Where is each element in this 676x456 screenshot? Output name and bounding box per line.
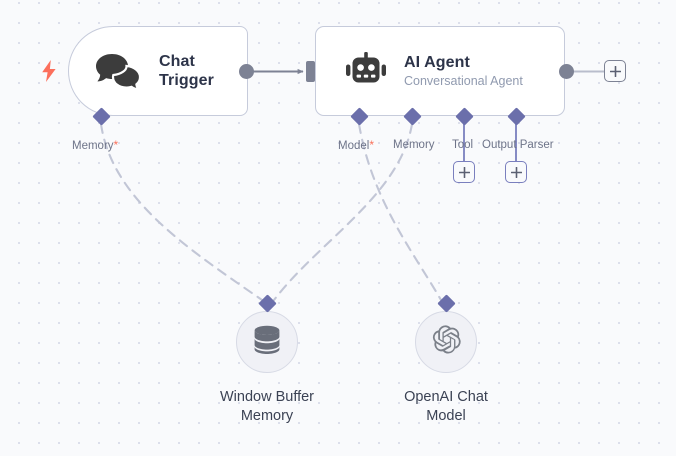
ai-agent-title: AI Agent — [404, 54, 470, 71]
window-buffer-memory-port[interactable] — [258, 294, 277, 313]
window-buffer-memory-label-line2: Memory — [240, 408, 294, 424]
ai-agent-memory-port-label: Memory — [393, 139, 435, 151]
database-icon — [253, 325, 281, 360]
ai-agent-tool-port-label: Tool — [452, 139, 474, 151]
node-window-buffer-memory[interactable] — [236, 311, 298, 373]
ai-agent-subtitle: Conversational Agent — [404, 74, 523, 88]
add-tool-node-button[interactable] — [453, 161, 475, 183]
openai-chat-model-label-line1: OpenAI Chat — [404, 389, 488, 405]
openai-chat-model-label-line2: Model — [426, 408, 466, 424]
ai-agent-input-endpoint[interactable] — [306, 61, 315, 82]
robot-icon — [346, 52, 386, 90]
ai-agent-model-port-label: Model* — [338, 139, 374, 153]
edge-trigger-memory-to-buffer — [99, 122, 264, 302]
port-label-text: Model — [338, 140, 370, 152]
openai-chat-model-port[interactable] — [437, 294, 456, 313]
add-output-parser-node-button[interactable] — [505, 161, 527, 183]
ai-agent-output-endpoint[interactable] — [559, 64, 574, 79]
port-label-text: Memory — [72, 140, 114, 152]
window-buffer-memory-label: Window Buffer Memory — [182, 388, 352, 426]
required-asterisk: * — [113, 138, 119, 152]
window-buffer-memory-label-line1: Window Buffer — [219, 389, 315, 405]
required-asterisk: * — [369, 138, 374, 152]
add-node-after-agent-button[interactable] — [604, 60, 626, 82]
chat-trigger-output-endpoint[interactable] — [239, 64, 254, 79]
chat-trigger-text: Chat Trigger — [159, 52, 214, 90]
node-openai-chat-model[interactable] — [415, 311, 477, 373]
node-chat-trigger[interactable]: Chat Trigger — [68, 26, 248, 116]
lightning-bolt-icon — [41, 60, 57, 82]
node-ai-agent[interactable]: AI Agent Conversational Agent — [315, 26, 565, 116]
openai-logo-icon — [431, 324, 462, 360]
ai-agent-text: AI Agent Conversational Agent — [404, 53, 523, 89]
openai-chat-model-label: OpenAI Chat Model — [361, 388, 531, 426]
ai-agent-output-parser-port-label: Output Parser — [482, 139, 554, 151]
chat-trigger-memory-port-label: Memory* — [72, 139, 118, 153]
speech-bubbles-icon — [95, 52, 141, 90]
chat-trigger-title-line1: Chat — [159, 53, 195, 70]
chat-trigger-title-line2: Trigger — [159, 72, 214, 89]
